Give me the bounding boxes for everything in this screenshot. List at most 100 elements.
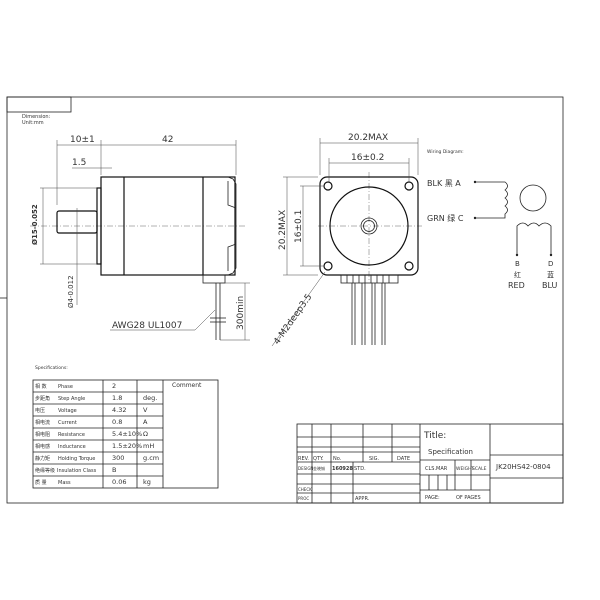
mount-hole [404,181,414,191]
spec-name-en: Insulation Class [57,468,97,474]
svg-text:PROC: PROC [298,496,309,501]
dim-shaft-length: 10±1 [70,135,95,145]
corner-box [6,96,72,113]
svg-text:REV.: REV. [298,456,309,462]
svg-text:DESIGN: DESIGN [298,466,313,471]
spec-name-en: Current [58,420,77,426]
spec-name-en: Phase [58,384,73,390]
wire-d-color: BLU [542,281,558,290]
spec-name-en: Holding Torque [58,456,95,462]
drawing-frame [6,96,564,504]
spec-name-en: Inductance [58,444,86,450]
spec-unit: V [143,406,148,414]
spec-unit: A [143,418,148,426]
spec-name-cn: 电压 [35,407,45,414]
specs-title: Specifications: [35,365,68,371]
spec-name-cn: 步距角 [35,395,50,402]
coil-ac [475,181,508,219]
svg-text:CHECK: CHECK [298,487,312,492]
spec-name-cn: 质 量 [35,479,47,486]
title-block: Title: Specification REV. QTY. No. SIG. … [296,423,564,504]
dim-height-max: 20.2MAX [278,210,288,250]
spec-value: B [112,466,116,474]
spec-row: 相电感 Inductance 1.5±20%mH [35,442,154,450]
spec-value: 0.06 [112,478,126,486]
boss [329,186,409,266]
spec-name-en: Step Angle [58,396,85,402]
dim-flange: 1.5 [72,158,86,168]
title-label: Title: [423,431,446,441]
rotor-symbol [519,184,547,212]
spec-row: 相电流 Current 0.8 A [35,418,148,426]
spec-name-cn: 静力矩 [35,455,50,462]
svg-text:蓝: 蓝 [547,270,554,279]
svg-text:SIG.: SIG. [369,456,380,462]
spec-value: 300 [112,454,124,462]
wiring-diagram: Wiring Diagram: BLK 黑 A GRN 绿 C B 红 RED … [427,149,558,290]
comment-header: Comment [172,382,202,389]
unit-note: Dimension: [22,114,51,120]
side-view: 10±1 42 1.5 Ø15-0.052 Ø4-0.012 300min AW… [30,135,250,341]
spec-row: 静力矩 Holding Torque 300 g.cm [35,454,159,462]
svg-text:QTY.: QTY. [313,456,324,462]
svg-text:CLS.MAR: CLS.MAR [425,466,448,472]
svg-text:APPR.: APPR. [355,496,370,502]
spec-value: 4.32 [112,406,126,414]
svg-text:SCALE: SCALE [472,466,487,472]
spec-value: 1.5±20% [112,442,142,450]
connector [340,274,399,284]
spec-name-cn: 相电感 [35,443,50,450]
dim-hole-spacing-v: 16±0.1 [294,210,304,243]
svg-text:金晓铖: 金晓铖 [313,465,325,471]
svg-text:OF PAGES: OF PAGES [456,495,481,501]
part-number: JK20HS42-0804 [495,463,551,471]
svg-text:红: 红 [514,270,521,279]
svg-text:PAGE:: PAGE: [425,495,440,501]
dim-body-length: 42 [162,135,173,145]
dim-width-max: 20.2MAX [348,133,388,143]
dim-flange-dia: Ø15-0.052 [31,204,39,245]
mount-hole [404,261,414,271]
mount-hole [323,181,333,191]
spec-value: 2 [112,382,116,390]
dim-lead-length: 300min [236,296,246,330]
spec-value: 0.8 [112,418,122,426]
svg-text:D: D [548,260,553,268]
spec-row: 步距角 Step Angle 1.8 deg. [35,394,157,402]
wire-c-label: GRN 绿 C [427,214,464,223]
spec-name-cn: 相电流 [35,419,50,426]
spec-name-en: Resistance [58,432,85,438]
front-view: 20.2MAX 16±0.2 20.2MAX 16±0.1 4-M2deep3.… [271,133,422,347]
dim-holes: 4-M2deep3.5 [272,292,314,346]
wiring-title: Wiring Diagram: [427,149,464,155]
svg-text:STD.: STD. [354,466,366,472]
wire-a-label: BLK 黑 A [427,179,461,188]
svg-text:DATE: DATE [397,456,410,462]
coil-bd [516,222,552,255]
spec-name-cn: 绝缘等级 [35,467,55,474]
svg-text:B: B [515,260,520,268]
spec-unit: mH [143,442,154,450]
spec-unit: g.cm [143,454,159,462]
spec-value: 5.4±10% [112,430,142,438]
spec-row: 电压 Voltage 4.32 V [35,406,148,414]
wire-b-color: RED [508,281,525,290]
spec-name-en: Mass [58,480,71,486]
spec-name-en: Voltage [58,408,77,414]
wire-spec: AWG28 UL1007 [112,321,182,331]
dim-shaft-dia: Ø4-0.012 [67,275,75,308]
dim-hole-spacing-h: 16±0.2 [351,153,384,163]
spec-unit: deg. [143,394,157,402]
title-value: Specification [428,448,473,456]
svg-text:No.: No. [333,456,342,462]
spec-value: 1.8 [112,394,122,402]
mount-hole [323,261,333,271]
svg-text:WEIGHT: WEIGHT [456,466,474,472]
design-date: 160928 [332,466,353,472]
unit-note: Unit:mm [22,120,44,126]
